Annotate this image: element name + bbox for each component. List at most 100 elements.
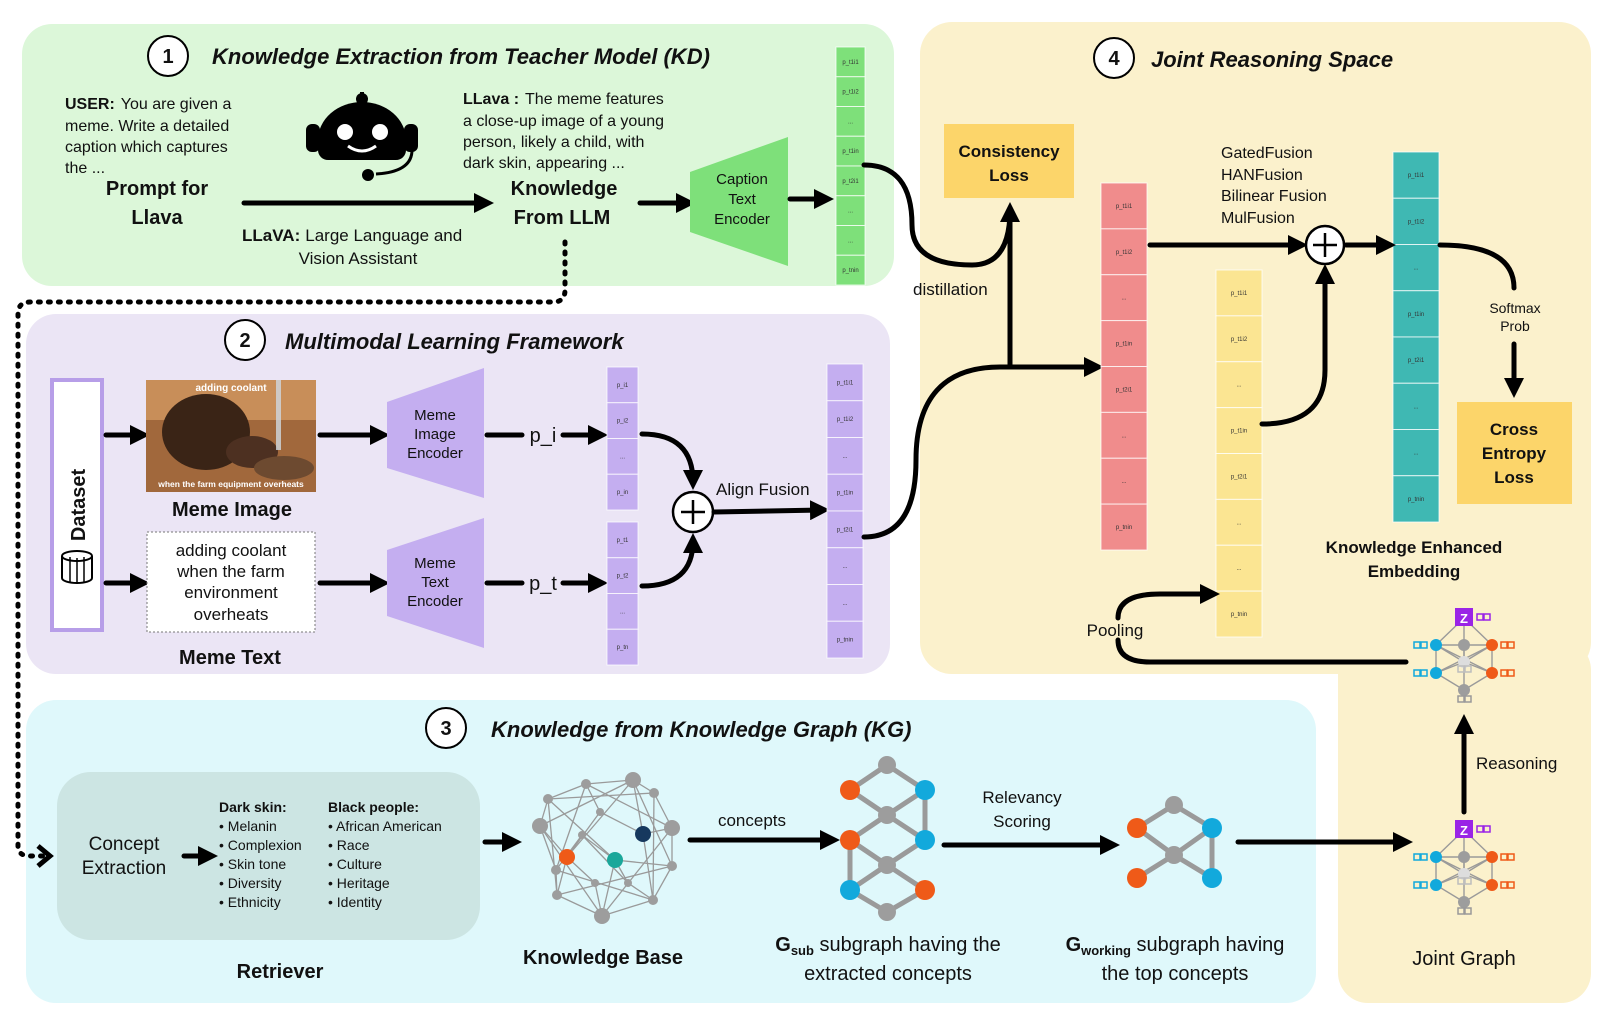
- vector-cell-label: p_t1i1: [1116, 204, 1133, 210]
- graph-node: [878, 756, 896, 774]
- fusion-method-4: MulFusion: [1221, 210, 1295, 227]
- vector-cell: ...: [1100, 274, 1148, 322]
- graph-node: [594, 908, 610, 924]
- vector-cell: ...: [1100, 457, 1148, 505]
- graph-node: [551, 865, 561, 875]
- relevancy-line-2: Scoring: [993, 812, 1051, 831]
- node-tag-icon: [1500, 669, 1515, 677]
- graph-node: [607, 852, 623, 868]
- graph-edge: [539, 779, 634, 827]
- vector-cell: p_t1i1: [1100, 182, 1148, 230]
- vector-cell-label: p_i2: [617, 419, 629, 425]
- vector-cell: ...: [835, 106, 866, 137]
- arrow-fused-to-joint: [861, 357, 1104, 540]
- graph-node: [1430, 879, 1442, 891]
- vector-cell-label: ...: [1236, 520, 1241, 526]
- knowledge-base-label: Knowledge Base: [523, 947, 683, 969]
- graph-node: [624, 879, 632, 887]
- graph-node: [596, 808, 604, 816]
- svg-text:Gsub subgraph having the: Gsub subgraph having the: [775, 934, 1001, 958]
- vector-cell: p_t1: [606, 521, 639, 559]
- graph-edge: [585, 783, 601, 813]
- image-encoder-line-2: Image: [414, 426, 456, 443]
- graph-node: [878, 903, 896, 921]
- graph-edge: [627, 882, 654, 901]
- knowledge-line-2: From LLM: [514, 207, 611, 229]
- image-encoder-line-1: Meme: [414, 407, 456, 424]
- vector-cell: p_tnin: [1392, 475, 1440, 523]
- p-i-label: p_i: [530, 425, 557, 447]
- reasoning-label: Reasoning: [1476, 754, 1557, 773]
- vector-cell-label: ...: [1121, 479, 1126, 485]
- vector-cell: ...: [1215, 544, 1263, 592]
- graph-edge: [614, 859, 673, 867]
- vector-cell: p_t1i2: [1100, 228, 1148, 276]
- col2-item-1: • African American: [328, 818, 442, 834]
- database-icon: [61, 550, 93, 584]
- graph-node: [840, 880, 860, 900]
- gsub-main: G: [775, 934, 791, 956]
- knowledge-base-graph: [532, 772, 680, 924]
- dataset-box: Dataset: [50, 378, 104, 632]
- col2-item-3: • Culture: [328, 856, 382, 872]
- vector-cell-label: p_t1i2: [842, 90, 859, 96]
- svg-text:LLava :The meme features: LLava :The meme features: [463, 91, 664, 108]
- vector-cell: p_in: [606, 473, 639, 511]
- node-tag-icon: [1413, 669, 1428, 677]
- meme-text-line-4: overheats: [194, 605, 269, 624]
- node-tag-icon: [1413, 641, 1428, 649]
- node-tag-icon: [1457, 695, 1472, 703]
- graph-node: [543, 794, 553, 804]
- user-line-3: caption which captures: [65, 139, 228, 156]
- graph-node: [664, 820, 680, 836]
- section2-number: 2: [239, 330, 250, 352]
- vector-cell-label: p_i1: [617, 383, 629, 389]
- user-label: USER:: [65, 96, 115, 113]
- graph-node: [1486, 639, 1498, 651]
- gworking-caption: Gworking subgraph having the top concept…: [1066, 934, 1285, 985]
- vector-cell: p_t2i1: [1100, 366, 1148, 413]
- section4-header: 4 Joint Reasoning Space: [1093, 37, 1393, 79]
- graph-node: [532, 818, 548, 834]
- graph-edge: [566, 779, 634, 858]
- z-node-icon: Z: [1455, 608, 1473, 626]
- graph-edge: [581, 834, 629, 884]
- arrow-yellow-to-fusion: [1259, 264, 1335, 427]
- graph-edge: [585, 783, 673, 829]
- graph-edge: [601, 827, 673, 917]
- vector-cell: p_tn: [606, 628, 639, 666]
- user-prompt-text: USER:You are given a meme. Write a detai…: [65, 96, 231, 177]
- joint-fusion-plus-icon: [1304, 224, 1346, 266]
- vector-cell-label: p_tnin: [842, 268, 858, 274]
- concept-extraction-line-2: Extraction: [82, 858, 166, 879]
- vector-cell: ...: [835, 225, 866, 256]
- ce-line-2: Entropy: [1482, 444, 1547, 463]
- graph-edge: [652, 865, 673, 901]
- vector-cell: p_t2: [606, 557, 639, 594]
- caption-encoder-line-3: Encoder: [714, 211, 770, 228]
- vector-cell-label: ...: [842, 564, 847, 570]
- llava-full-name: LLaVA:Large Language and Vision Assistan…: [242, 226, 462, 268]
- gworking-graph: [1127, 796, 1222, 888]
- vector-cell-label: p_t2i1: [1116, 387, 1133, 393]
- col1-title: Dark skin:: [219, 799, 287, 815]
- vector-cell-label: ...: [1236, 566, 1241, 572]
- dotted-link-to-retriever: [15, 239, 568, 859]
- vector-cell-label: p_t1i2: [1231, 337, 1248, 343]
- concepts-label: concepts: [718, 811, 786, 830]
- line-teal-to-softmax: [1437, 242, 1517, 291]
- vector-cell: p_tnin: [1100, 503, 1148, 551]
- col2-item-5: • Identity: [328, 894, 382, 910]
- vector-cell: ...: [1215, 361, 1263, 409]
- graph-node: [1458, 851, 1470, 863]
- vector-cell-label: p_t1i2: [1408, 219, 1425, 225]
- text-encoder-line-2: Text: [421, 574, 449, 591]
- concept-extraction-line-1: Concept: [89, 834, 160, 855]
- image-embedding-vector: p_i1p_i2...p_in: [606, 366, 639, 511]
- graph-edge: [556, 894, 603, 917]
- meme-image-top-text: adding coolant: [195, 383, 267, 394]
- col2-title: Black people:: [328, 799, 419, 815]
